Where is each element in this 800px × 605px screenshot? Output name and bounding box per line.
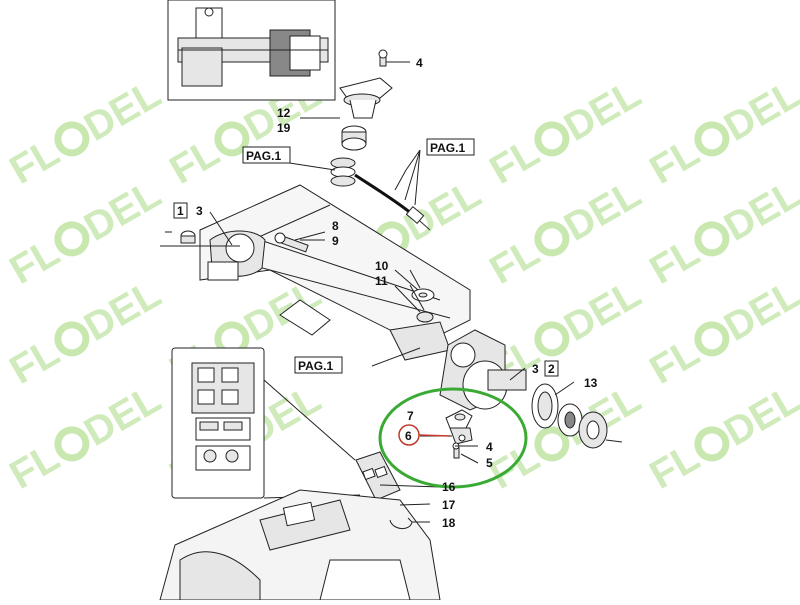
bearing-stack [331, 158, 355, 186]
switch-module-17 [356, 452, 400, 500]
svg-text:DEL: DEL [557, 72, 648, 150]
callout-1-box: 1 [174, 203, 187, 218]
callout-5: 5 [486, 456, 493, 470]
callout-16: 16 [442, 480, 456, 494]
callout-10: 10 [375, 259, 389, 273]
svg-text:PAG.1: PAG.1 [430, 141, 465, 155]
bolt-4-top [379, 50, 410, 66]
svg-text:1: 1 [177, 204, 184, 218]
inset-axle-overview [168, 0, 335, 100]
svg-text:DEL: DEL [717, 377, 800, 455]
watermark: FL DEL [643, 72, 800, 193]
callout-13: 13 [584, 376, 598, 390]
callout-3-left: 3 [196, 204, 203, 218]
svg-text:DEL: DEL [77, 377, 168, 455]
svg-text:2: 2 [548, 362, 555, 376]
watermark: FL DEL [643, 377, 800, 498]
callout-2-box: 2 [545, 361, 558, 376]
pag-ref-left: PAG.1 [243, 147, 290, 163]
seal-ring-3-2 [532, 384, 558, 428]
callout-17: 17 [442, 498, 456, 512]
pag-ref-mid: PAG.1 [295, 357, 342, 373]
svg-text:DEL: DEL [77, 272, 168, 350]
bracket-7 [446, 410, 472, 428]
callout-3-right: 3 [532, 362, 539, 376]
screw-4-5 [453, 443, 459, 458]
callout-18: 18 [442, 516, 456, 530]
callout-8: 8 [332, 219, 339, 233]
svg-text:DEL: DEL [557, 172, 648, 250]
svg-text:DEL: DEL [77, 72, 168, 150]
svg-text:DEL: DEL [77, 172, 168, 250]
svg-text:DEL: DEL [557, 272, 648, 350]
svg-text:DEL: DEL [717, 172, 800, 250]
hydraulic-hose [355, 150, 430, 230]
watermark: FL DEL [483, 377, 649, 498]
bushing-19 [342, 126, 366, 150]
pag-ref-right: PAG.1 [427, 139, 474, 155]
callout-12: 12 [277, 106, 291, 120]
highlight-ellipse [380, 389, 526, 487]
callout-11: 11 [375, 274, 388, 288]
svg-text:PAG.1: PAG.1 [298, 359, 333, 373]
sensor-6 [450, 428, 472, 444]
svg-text:DEL: DEL [717, 72, 800, 150]
chassis-floor [160, 490, 440, 600]
callout-4-top: 4 [416, 56, 423, 70]
callout-9: 9 [332, 234, 339, 248]
king-pin-cap-12 [340, 78, 392, 118]
cap-1-3-left [181, 231, 195, 243]
svg-text:PAG.1: PAG.1 [246, 149, 281, 163]
watermark: FL DEL [3, 377, 169, 498]
callout-19: 19 [277, 121, 291, 135]
callout-4-mid: 4 [486, 440, 493, 454]
callout-7: 7 [407, 409, 414, 423]
callout-6: 6 [405, 429, 412, 443]
svg-text:DEL: DEL [717, 272, 800, 350]
